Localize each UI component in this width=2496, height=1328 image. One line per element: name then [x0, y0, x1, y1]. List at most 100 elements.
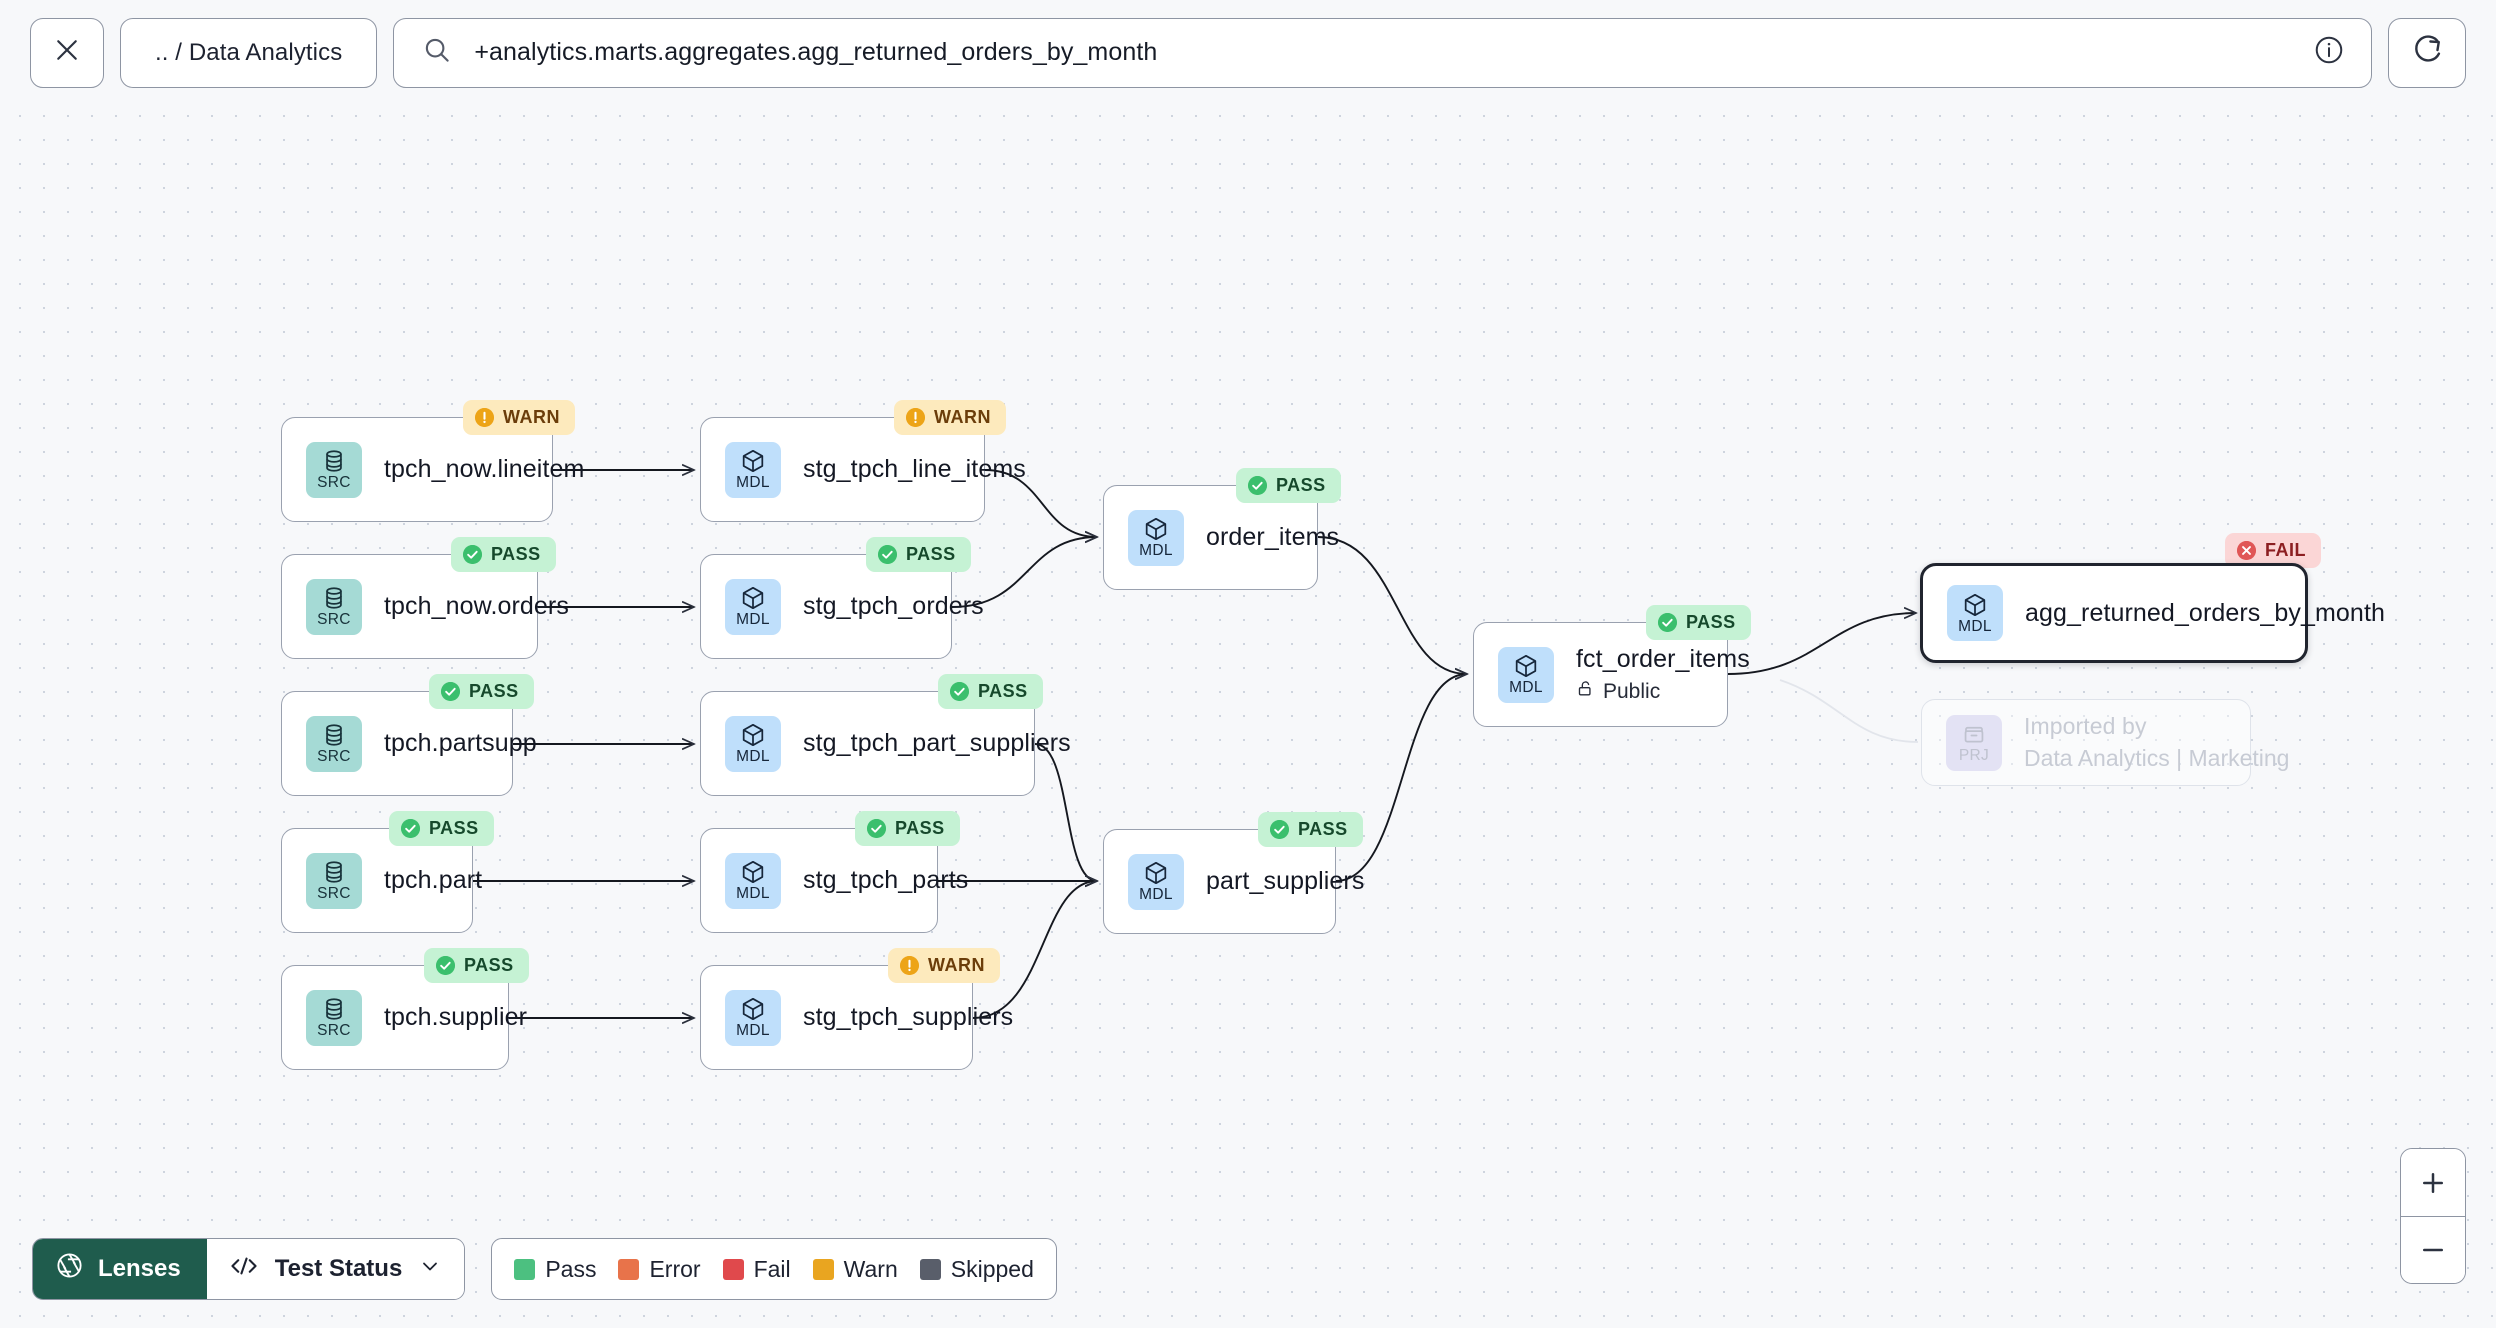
legend-swatch	[812, 1258, 834, 1280]
node-title: stg_tpch_orders	[803, 592, 984, 620]
status-badge-label: PASS	[1298, 819, 1348, 839]
status-badge-stg_tpch_part_suppliers[interactable]: PASS	[938, 674, 1043, 709]
mdl-type-icon: MDL	[725, 578, 781, 635]
status-badge-order_items[interactable]: PASS	[1236, 468, 1341, 503]
node-body: stg_tpch_part_suppliers	[803, 729, 1071, 758]
node-title: tpch_now.orders	[384, 592, 569, 620]
test-status-button[interactable]: Test Status	[206, 1239, 465, 1299]
mdl-type-icon: MDL	[725, 441, 781, 498]
legend-label: Error	[649, 1255, 701, 1282]
edge-part_suppliers-to-fct_order_items	[1335, 674, 1467, 882]
legend-item-error[interactable]: Error	[618, 1255, 701, 1283]
node-title: stg_tpch_suppliers	[803, 1003, 1014, 1031]
node-type-label: MDL	[736, 885, 770, 903]
info-icon[interactable]	[2313, 34, 2345, 71]
edge-order_items-to-fct_order_items	[1317, 536, 1467, 674]
lenses-button[interactable]: Lenses	[33, 1239, 207, 1299]
node-type-label: MDL	[1139, 886, 1173, 904]
lenses-group: Lenses Test Status	[32, 1238, 466, 1300]
node-body: part_suppliers	[1206, 867, 1364, 896]
status-badge-tpch_now_lineitem[interactable]: WARN	[463, 400, 575, 435]
close-icon	[52, 35, 82, 70]
status-badge-label: PASS	[895, 818, 945, 838]
status-badge-tpch_partsupp[interactable]: PASS	[429, 674, 534, 709]
node-type-label: MDL	[736, 1022, 770, 1040]
node-type-label: MDL	[1958, 617, 1992, 635]
node-type-label: PRJ	[1958, 747, 1990, 765]
status-badge-agg_returned_orders_by_month[interactable]: FAIL	[2225, 533, 2321, 568]
node-body: tpch_now.orders	[384, 592, 569, 621]
node-title: stg_tpch_parts	[803, 866, 969, 894]
node-stg_tpch_orders[interactable]: MDL stg_tpch_orders	[700, 554, 984, 659]
status-badge-tpch_now_orders[interactable]: PASS	[451, 537, 556, 572]
legend-item-fail[interactable]: Fail	[722, 1255, 791, 1283]
status-badge-stg_tpch_line_items[interactable]: WARN	[894, 400, 1006, 435]
status-badge-fct_order_items[interactable]: PASS	[1646, 605, 1751, 640]
legend-item-warn[interactable]: Warn	[812, 1256, 898, 1283]
mdl-type-icon: MDL	[725, 715, 781, 772]
node-title: tpch_now.lineitem	[384, 455, 585, 483]
mdl-type-icon: MDL	[725, 989, 781, 1046]
status-badge-label: PASS	[429, 818, 479, 838]
plus-icon	[2423, 1172, 2443, 1193]
prj-type-icon: PRJ	[1946, 714, 2002, 771]
status-badge-stg_tpch_orders[interactable]: PASS	[866, 537, 971, 572]
node-type-label: SRC	[317, 748, 351, 766]
node-part_suppliers[interactable]: MDL part_suppliers	[1103, 829, 1364, 934]
status-badge-stg_tpch_suppliers[interactable]: WARN	[888, 948, 1000, 983]
refresh-button[interactable]	[2388, 17, 2466, 88]
status-badge-tpch_supplier[interactable]: PASS	[424, 948, 529, 983]
status-badge-label: FAIL	[2265, 540, 2306, 560]
status-badge-label: PASS	[978, 681, 1028, 701]
status-legend: Pass Error Fail Warn Skipped	[491, 1238, 1057, 1300]
status-badge-label: WARN	[503, 407, 560, 427]
zoom-in-button[interactable]	[2401, 1149, 2465, 1216]
node-title: tpch.partsupp	[384, 729, 537, 757]
node-type-label: SRC	[317, 1022, 351, 1040]
node-title: order_items	[1206, 523, 1340, 551]
node-type-label: MDL	[1139, 542, 1173, 560]
node-body: order_items	[1206, 523, 1340, 552]
status-badge-label: PASS	[491, 544, 541, 564]
src-type-icon: SRC	[306, 852, 362, 909]
status-badge-label: PASS	[906, 544, 956, 564]
node-body: tpch_now.lineitem	[384, 455, 585, 484]
legend-label: Skipped	[950, 1255, 1034, 1282]
status-badge-part_suppliers[interactable]: PASS	[1258, 812, 1363, 847]
legend-label: Fail	[753, 1255, 791, 1282]
node-body: tpch.supplier	[384, 1003, 527, 1032]
breadcrumb[interactable]: .. / Data Analytics	[120, 17, 378, 88]
lenses-label: Lenses	[98, 1255, 181, 1282]
node-body: tpch.part	[384, 866, 482, 895]
node-visibility-label: Data Analytics | Marketing	[2024, 745, 2289, 772]
node-type-label: MDL	[736, 474, 770, 492]
node-visibility-label: Public	[1576, 679, 1727, 704]
zoom-controls	[2400, 1148, 2466, 1284]
legend-swatch	[722, 1258, 744, 1280]
node-body: agg_returned_orders_by_month	[2025, 599, 2385, 628]
status-badge-tpch_part[interactable]: PASS	[389, 811, 494, 846]
status-badge-label: PASS	[469, 681, 519, 701]
node-type-label: SRC	[317, 885, 351, 903]
edge-ghost-imported-by	[1779, 679, 1919, 743]
search-bar[interactable]: +analytics.marts.aggregates.agg_returned…	[393, 17, 2372, 88]
legend-swatch	[618, 1258, 640, 1280]
breadcrumb-label: .. / Data Analytics	[155, 38, 343, 66]
legend-item-pass[interactable]: Pass	[514, 1256, 596, 1283]
legend-item-skipped[interactable]: Skipped	[919, 1255, 1034, 1283]
legend-swatch	[514, 1258, 536, 1280]
node-subtitle-text: Public	[1603, 679, 1661, 703]
node-title: stg_tpch_line_items	[803, 455, 1026, 483]
close-button[interactable]	[30, 17, 104, 88]
node-agg_returned_orders_by_month[interactable]: MDL agg_returned_orders_by_month	[1920, 563, 2385, 663]
node-body: stg_tpch_line_items	[803, 455, 1026, 484]
status-badge-label: PASS	[1686, 612, 1736, 632]
node-body: stg_tpch_orders	[803, 592, 984, 621]
zoom-out-button[interactable]	[2401, 1216, 2465, 1283]
search-input[interactable]: +analytics.marts.aggregates.agg_returned…	[474, 38, 1158, 66]
status-badge-stg_tpch_parts[interactable]: PASS	[855, 811, 960, 846]
